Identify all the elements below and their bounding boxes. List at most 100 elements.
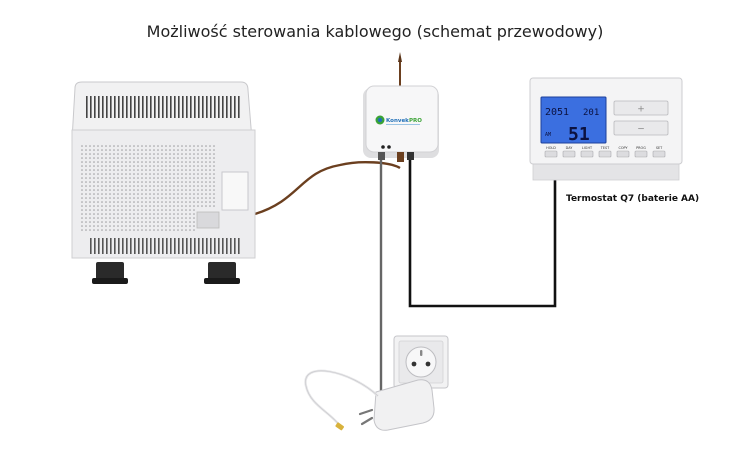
heater-perforation-dot — [149, 145, 151, 147]
heater-perforation-dot — [165, 145, 167, 147]
heater-perforation-dot — [133, 197, 135, 199]
thermostat-button-test[interactable] — [598, 150, 612, 158]
heater-perforation-dot — [165, 217, 167, 219]
heater-bottom-slot — [210, 238, 212, 254]
gas-heater — [71, 81, 256, 284]
thermostat-button-set[interactable] — [652, 150, 666, 158]
heater-perforation-dot — [153, 193, 155, 195]
heater-perforation-dot — [213, 201, 215, 203]
heater-perforation-dot — [213, 153, 215, 155]
heater-perforation-dot — [213, 177, 215, 179]
thermostat-button-day[interactable] — [562, 150, 576, 158]
heater-perforation-dot — [157, 217, 159, 219]
heater-perforation-dot — [129, 189, 131, 191]
heater-perforation-dot — [213, 145, 215, 147]
heater-perforation-dot — [117, 169, 119, 171]
heater-perforation-dot — [97, 145, 99, 147]
heater-perforation-dot — [101, 177, 103, 179]
heater-perforation-dot — [145, 201, 147, 203]
heater-perforation-dot — [181, 173, 183, 175]
heater-perforation-dot — [193, 197, 195, 199]
heater-perforation-dot — [145, 161, 147, 163]
heater-perforation-dot — [113, 161, 115, 163]
heater-perforation-dot — [133, 229, 135, 231]
thermostat-button-copy[interactable] — [616, 150, 630, 158]
heater-perforation-dot — [89, 165, 91, 167]
heater-perforation-dot — [141, 149, 143, 151]
heater-perforation-dot — [177, 197, 179, 199]
heater-perforation-dot — [161, 205, 163, 207]
heater-perforation-dot — [169, 145, 171, 147]
heater-perforation-dot — [137, 229, 139, 231]
heater-perforation-dot — [177, 161, 179, 163]
thermostat-button-hold[interactable] — [544, 150, 558, 158]
heater-perforation-dot — [141, 229, 143, 231]
heater-perforation-dot — [137, 221, 139, 223]
heater-perforation-dot — [169, 181, 171, 183]
heater-perforation-dot — [161, 185, 163, 187]
heater-perforation-dot — [197, 161, 199, 163]
heater-perforation-dot — [173, 173, 175, 175]
heater-perforation-dot — [149, 189, 151, 191]
heater-bottom-slot — [186, 238, 188, 254]
heater-perforation-dot — [181, 145, 183, 147]
heater-perforation-dot — [137, 189, 139, 191]
heater-perforation-dot — [133, 221, 135, 223]
heater-perforation-dot — [93, 213, 95, 215]
heater-bottom-slot — [134, 238, 136, 254]
heater-perforation-dot — [121, 189, 123, 191]
adapter-white-cord — [304, 369, 379, 427]
heater-perforation-dot — [189, 189, 191, 191]
heater-perforation-dot — [173, 193, 175, 195]
heater-perforation-dot — [85, 197, 87, 199]
heater-perforation-dot — [93, 229, 95, 231]
heater-bottom-slot — [154, 238, 156, 254]
heater-perforation-dot — [85, 221, 87, 223]
heater-perforation-dot — [149, 173, 151, 175]
heater-perforation-dot — [169, 169, 171, 171]
heater-perforation-dot — [89, 221, 91, 223]
heater-perforation-dot — [137, 209, 139, 211]
heater-perforation-dot — [189, 173, 191, 175]
heater-perforation-dot — [105, 153, 107, 155]
heater-perforation-dot — [97, 197, 99, 199]
heater-perforation-dot — [161, 225, 163, 227]
heater-perforation-dot — [101, 205, 103, 207]
heater-perforation-dot — [105, 161, 107, 163]
heater-perforation-dot — [129, 225, 131, 227]
heater-perforation-dot — [85, 153, 87, 155]
heater-perforation-dot — [161, 181, 163, 183]
heater-perforation-dot — [169, 229, 171, 231]
heater-perforation-dot — [161, 201, 163, 203]
heater-perforation-dot — [129, 221, 131, 223]
heater-perforation-dot — [141, 157, 143, 159]
heater-perforation-dot — [157, 229, 159, 231]
heater-perforation-dot — [101, 173, 103, 175]
thermostat-button-light[interactable] — [580, 150, 594, 158]
heater-perforation-dot — [181, 153, 183, 155]
heater-perforation-dot — [209, 177, 211, 179]
thermostat-minus-key[interactable] — [613, 120, 669, 136]
heater-perforation-dot — [93, 165, 95, 167]
heater-perforation-dot — [205, 205, 207, 207]
heater-perforation-dot — [125, 213, 127, 215]
heater-perforation-dot — [181, 169, 183, 171]
thermostat-button-prog[interactable] — [634, 150, 648, 158]
heater-perforation-dot — [197, 193, 199, 195]
heater-perforation-dot — [121, 149, 123, 151]
heater-perforation-dot — [117, 229, 119, 231]
heater-perforation-dot — [141, 209, 143, 211]
heater-perforation-dot — [185, 165, 187, 167]
heater-perforation-dot — [189, 229, 191, 231]
button-label-hold: HOLD — [546, 146, 556, 150]
heater-perforation-dot — [189, 145, 191, 147]
heater-perforation-dot — [169, 165, 171, 167]
heater-perforation-dot — [113, 213, 115, 215]
heater-perforation-dot — [145, 145, 147, 147]
heater-bottom-slot — [178, 238, 180, 254]
heater-perforation-dot — [173, 197, 175, 199]
adapter-dc-plug — [335, 422, 345, 431]
thermostat-plus-key[interactable] — [613, 100, 669, 116]
heater-perforation-dot — [173, 149, 175, 151]
heater-perforation-dot — [161, 149, 163, 151]
